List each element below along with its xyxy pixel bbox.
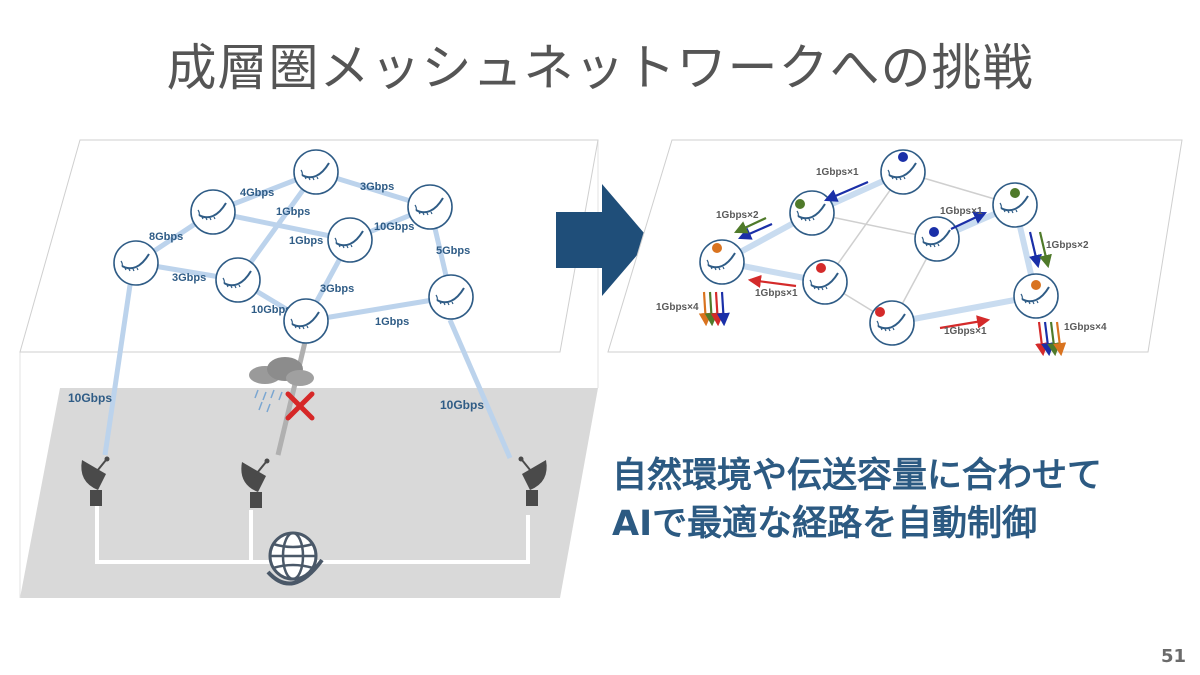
tagline-line-1: 自然環境や伝送容量に合わせて (612, 456, 1103, 496)
link-label: 3Gbps (172, 272, 206, 284)
drone-icon (914, 216, 960, 262)
page-number: 51 (1160, 646, 1186, 667)
flow-label: 1Gbps×1 (755, 288, 798, 299)
ground-link-label: 10Gbps (440, 398, 484, 412)
drone-icon (113, 240, 159, 286)
drone-icon (283, 298, 329, 344)
flow-label: 1Gbps×2 (1046, 240, 1089, 251)
link-label: 5Gbps (436, 245, 470, 257)
link-label: 1Gbps (375, 316, 409, 328)
transition-arrow-icon (556, 184, 650, 296)
tagline-line-2: AIで最適な経路を自動制御 (612, 504, 1038, 544)
link-label: 3Gbps (320, 283, 354, 295)
blocked-link-icon (285, 391, 315, 421)
ground-link-label: 10Gbps (68, 391, 112, 405)
drone-icon (327, 217, 373, 263)
drone-icon (699, 239, 745, 285)
rain-cloud-icon (249, 357, 314, 413)
flow-label: 1Gbps×1 (944, 326, 987, 337)
drone-icon (215, 257, 261, 303)
mesh-labels-left: 4Gbps 3Gbps 8Gbps 1Gbps 10Gbps 1Gbps 5Gb… (68, 181, 484, 412)
flow-label: 1Gbps×2 (716, 210, 759, 221)
drone-icon (293, 149, 339, 195)
link-label: 8Gbps (149, 231, 183, 243)
flow-label: 1Gbps×4 (1064, 322, 1107, 333)
flow-label: 1Gbps×4 (656, 302, 699, 313)
flow-label: 1Gbps×1 (940, 206, 983, 217)
link-label: 10Gbps (251, 304, 291, 316)
flow-label: 1Gbps×1 (816, 167, 859, 178)
tagline: 自然環境や伝送容量に合わせて AIで最適な経路を自動制御 (612, 452, 1192, 548)
drone-icon (190, 189, 236, 235)
drone-icon (789, 190, 835, 236)
flow-arrows (698, 180, 1067, 357)
link-label: 4Gbps (240, 187, 274, 199)
node-markers (712, 152, 1041, 317)
drone-icon (428, 274, 474, 320)
link-label: 10Gbps (374, 221, 414, 233)
ground-plane (20, 388, 598, 598)
globe-icon (266, 531, 324, 586)
slide-title: 成層圏メッシュネットワークへの挑戦 (166, 39, 1034, 97)
link-label: 3Gbps (360, 181, 394, 193)
link-label: 1Gbps (289, 235, 323, 247)
flow-labels: 1Gbps×1 1Gbps×2 1Gbps×1 1Gbps×2 1Gbps×1 … (656, 167, 1107, 337)
drone-icon (869, 300, 915, 346)
drone-icon (407, 184, 453, 230)
link-label: 1Gbps (276, 206, 310, 218)
